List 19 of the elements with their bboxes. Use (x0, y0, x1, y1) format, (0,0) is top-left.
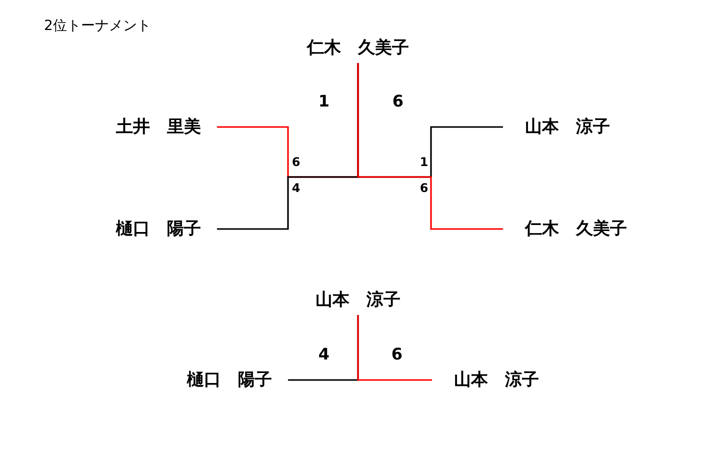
player-name: 仁木 久美子 (288, 33, 428, 63)
player-name: 山本 涼子 (288, 285, 428, 315)
score: 6 (420, 181, 428, 195)
bracket-line (357, 63, 503, 230)
score: 1 (318, 92, 330, 110)
player-name: 仁木 久美子 (503, 214, 653, 244)
title: 2位トーナメント (44, 17, 151, 35)
player-name: 土井 里美 (70, 112, 217, 142)
score: 1 (420, 155, 428, 169)
score: 4 (292, 181, 300, 195)
player-name: 樋口 陽子 (140, 365, 288, 395)
score: 4 (318, 344, 330, 364)
score: 6 (292, 155, 300, 169)
bracket-line (357, 315, 432, 381)
player-name: 山本 涼子 (503, 112, 653, 142)
score: 6 (391, 344, 403, 364)
player-name: 山本 涼子 (432, 365, 582, 395)
player-name: 樋口 陽子 (70, 214, 217, 244)
score: 6 (392, 92, 404, 110)
